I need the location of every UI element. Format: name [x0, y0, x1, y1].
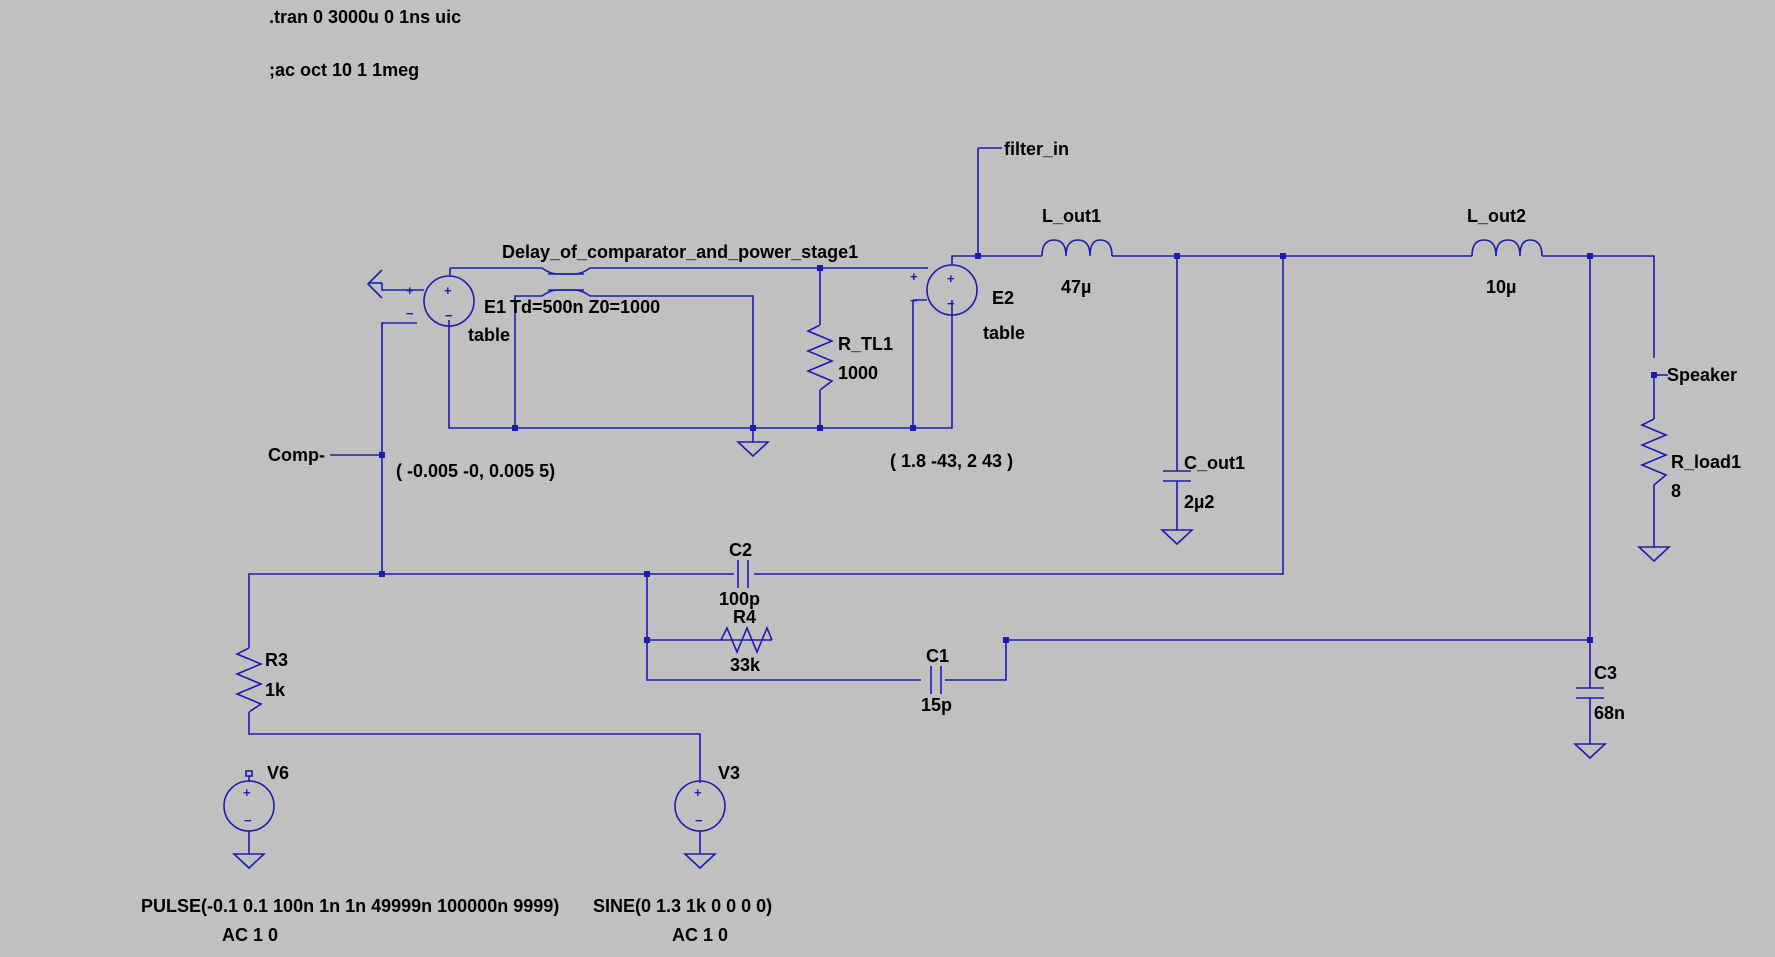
- v6-ac[interactable]: AC 1 0: [222, 925, 278, 945]
- c3-symbol[interactable]: [1576, 682, 1604, 704]
- v3-value[interactable]: SINE(0 1.3 1k 0 0 0 0): [593, 896, 772, 916]
- e2-name[interactable]: E2: [992, 288, 1014, 308]
- ground-icon: [1636, 540, 1672, 563]
- e2-table[interactable]: ( 1.8 -43, 2 43 ): [890, 451, 1013, 471]
- r3-value[interactable]: 1k: [265, 680, 286, 700]
- v6-name[interactable]: V6: [267, 763, 289, 783]
- ground-icons: [231, 441, 1672, 870]
- wires[interactable]: [248, 147, 1668, 854]
- c-out1-symbol[interactable]: [1163, 465, 1191, 486]
- ground-icon: [682, 853, 718, 870]
- svg-text:+: +: [910, 269, 918, 284]
- r4-value[interactable]: 33k: [730, 655, 761, 675]
- c3-name[interactable]: C3: [1594, 663, 1617, 683]
- e1-name[interactable]: E1: [484, 297, 506, 317]
- l-out1-value[interactable]: 47µ: [1061, 277, 1091, 297]
- e2-value[interactable]: table: [983, 323, 1025, 343]
- r-tl1-symbol[interactable]: [805, 324, 835, 391]
- net-label-speaker[interactable]: Speaker: [1667, 365, 1737, 385]
- c1-name[interactable]: C1: [926, 646, 949, 666]
- tline-name[interactable]: Delay_of_comparator_and_power_stage1: [502, 242, 858, 262]
- r4-symbol[interactable]: [720, 625, 773, 655]
- v6-value[interactable]: PULSE(-0.1 0.1 100n 1n 1n 49999n 100000n…: [141, 896, 559, 916]
- v6-symbol[interactable]: + −: [223, 770, 275, 832]
- c2-name[interactable]: C2: [729, 540, 752, 560]
- v3-ac[interactable]: AC 1 0: [672, 925, 728, 945]
- svg-text:+: +: [694, 785, 702, 800]
- r-load1-symbol[interactable]: [1639, 418, 1669, 497]
- junctions: [379, 253, 1657, 643]
- e2-symbol[interactable]: + − + −: [910, 255, 978, 316]
- r3-symbol[interactable]: [234, 647, 264, 713]
- svg-text:−: −: [244, 813, 252, 828]
- ac-directive[interactable]: ;ac oct 10 1 1meg: [269, 60, 419, 80]
- ground-icon: [1572, 743, 1608, 760]
- r-tl1-name[interactable]: R_TL1: [838, 334, 893, 354]
- ground-icon: [735, 441, 771, 458]
- v3-symbol[interactable]: + −: [674, 780, 726, 832]
- c-out1-value[interactable]: 2µ2: [1184, 492, 1214, 512]
- svg-text:+: +: [947, 271, 955, 286]
- svg-text:+: +: [243, 785, 251, 800]
- c2-value[interactable]: 100p: [719, 589, 760, 609]
- svg-text:+: +: [444, 283, 452, 298]
- r-tl1-value[interactable]: 1000: [838, 363, 878, 383]
- svg-text:−: −: [445, 308, 453, 323]
- net-label-comp[interactable]: Comp-: [268, 445, 325, 465]
- e1-table[interactable]: ( -0.005 -0, 0.005 5): [396, 461, 555, 481]
- r-load1-name[interactable]: R_load1: [1671, 452, 1741, 472]
- tran-directive[interactable]: .tran 0 3000u 0 1ns uic: [269, 7, 461, 27]
- r3-name[interactable]: R3: [265, 650, 288, 670]
- c3-value[interactable]: 68n: [1594, 703, 1625, 723]
- l-out1-symbol[interactable]: [1041, 239, 1113, 257]
- r4-name[interactable]: R4: [733, 607, 756, 627]
- tline-symbol[interactable]: [541, 267, 591, 297]
- l-out2-value[interactable]: 10µ: [1486, 277, 1516, 297]
- v3-name[interactable]: V3: [718, 763, 740, 783]
- l-out2-name[interactable]: L_out2: [1467, 206, 1526, 226]
- net-label-filter-in[interactable]: filter_in: [1004, 139, 1069, 159]
- l-out2-symbol[interactable]: [1471, 239, 1543, 257]
- c1-value[interactable]: 15p: [921, 695, 952, 715]
- svg-text:−: −: [947, 296, 955, 311]
- tline-value[interactable]: Td=500n Z0=1000: [510, 297, 660, 317]
- ground-icon: [1159, 529, 1195, 546]
- e1-symbol[interactable]: + − + −: [368, 268, 475, 327]
- svg-text:−: −: [406, 306, 414, 321]
- c-out1-name[interactable]: C_out1: [1184, 453, 1245, 473]
- r-load1-value[interactable]: 8: [1671, 481, 1681, 501]
- c2-symbol[interactable]: [737, 560, 749, 588]
- e1-value[interactable]: table: [468, 325, 510, 345]
- ground-icon: [231, 853, 267, 870]
- l-out1-name[interactable]: L_out1: [1042, 206, 1101, 226]
- svg-text:−: −: [695, 813, 703, 828]
- c1-symbol[interactable]: [930, 666, 942, 694]
